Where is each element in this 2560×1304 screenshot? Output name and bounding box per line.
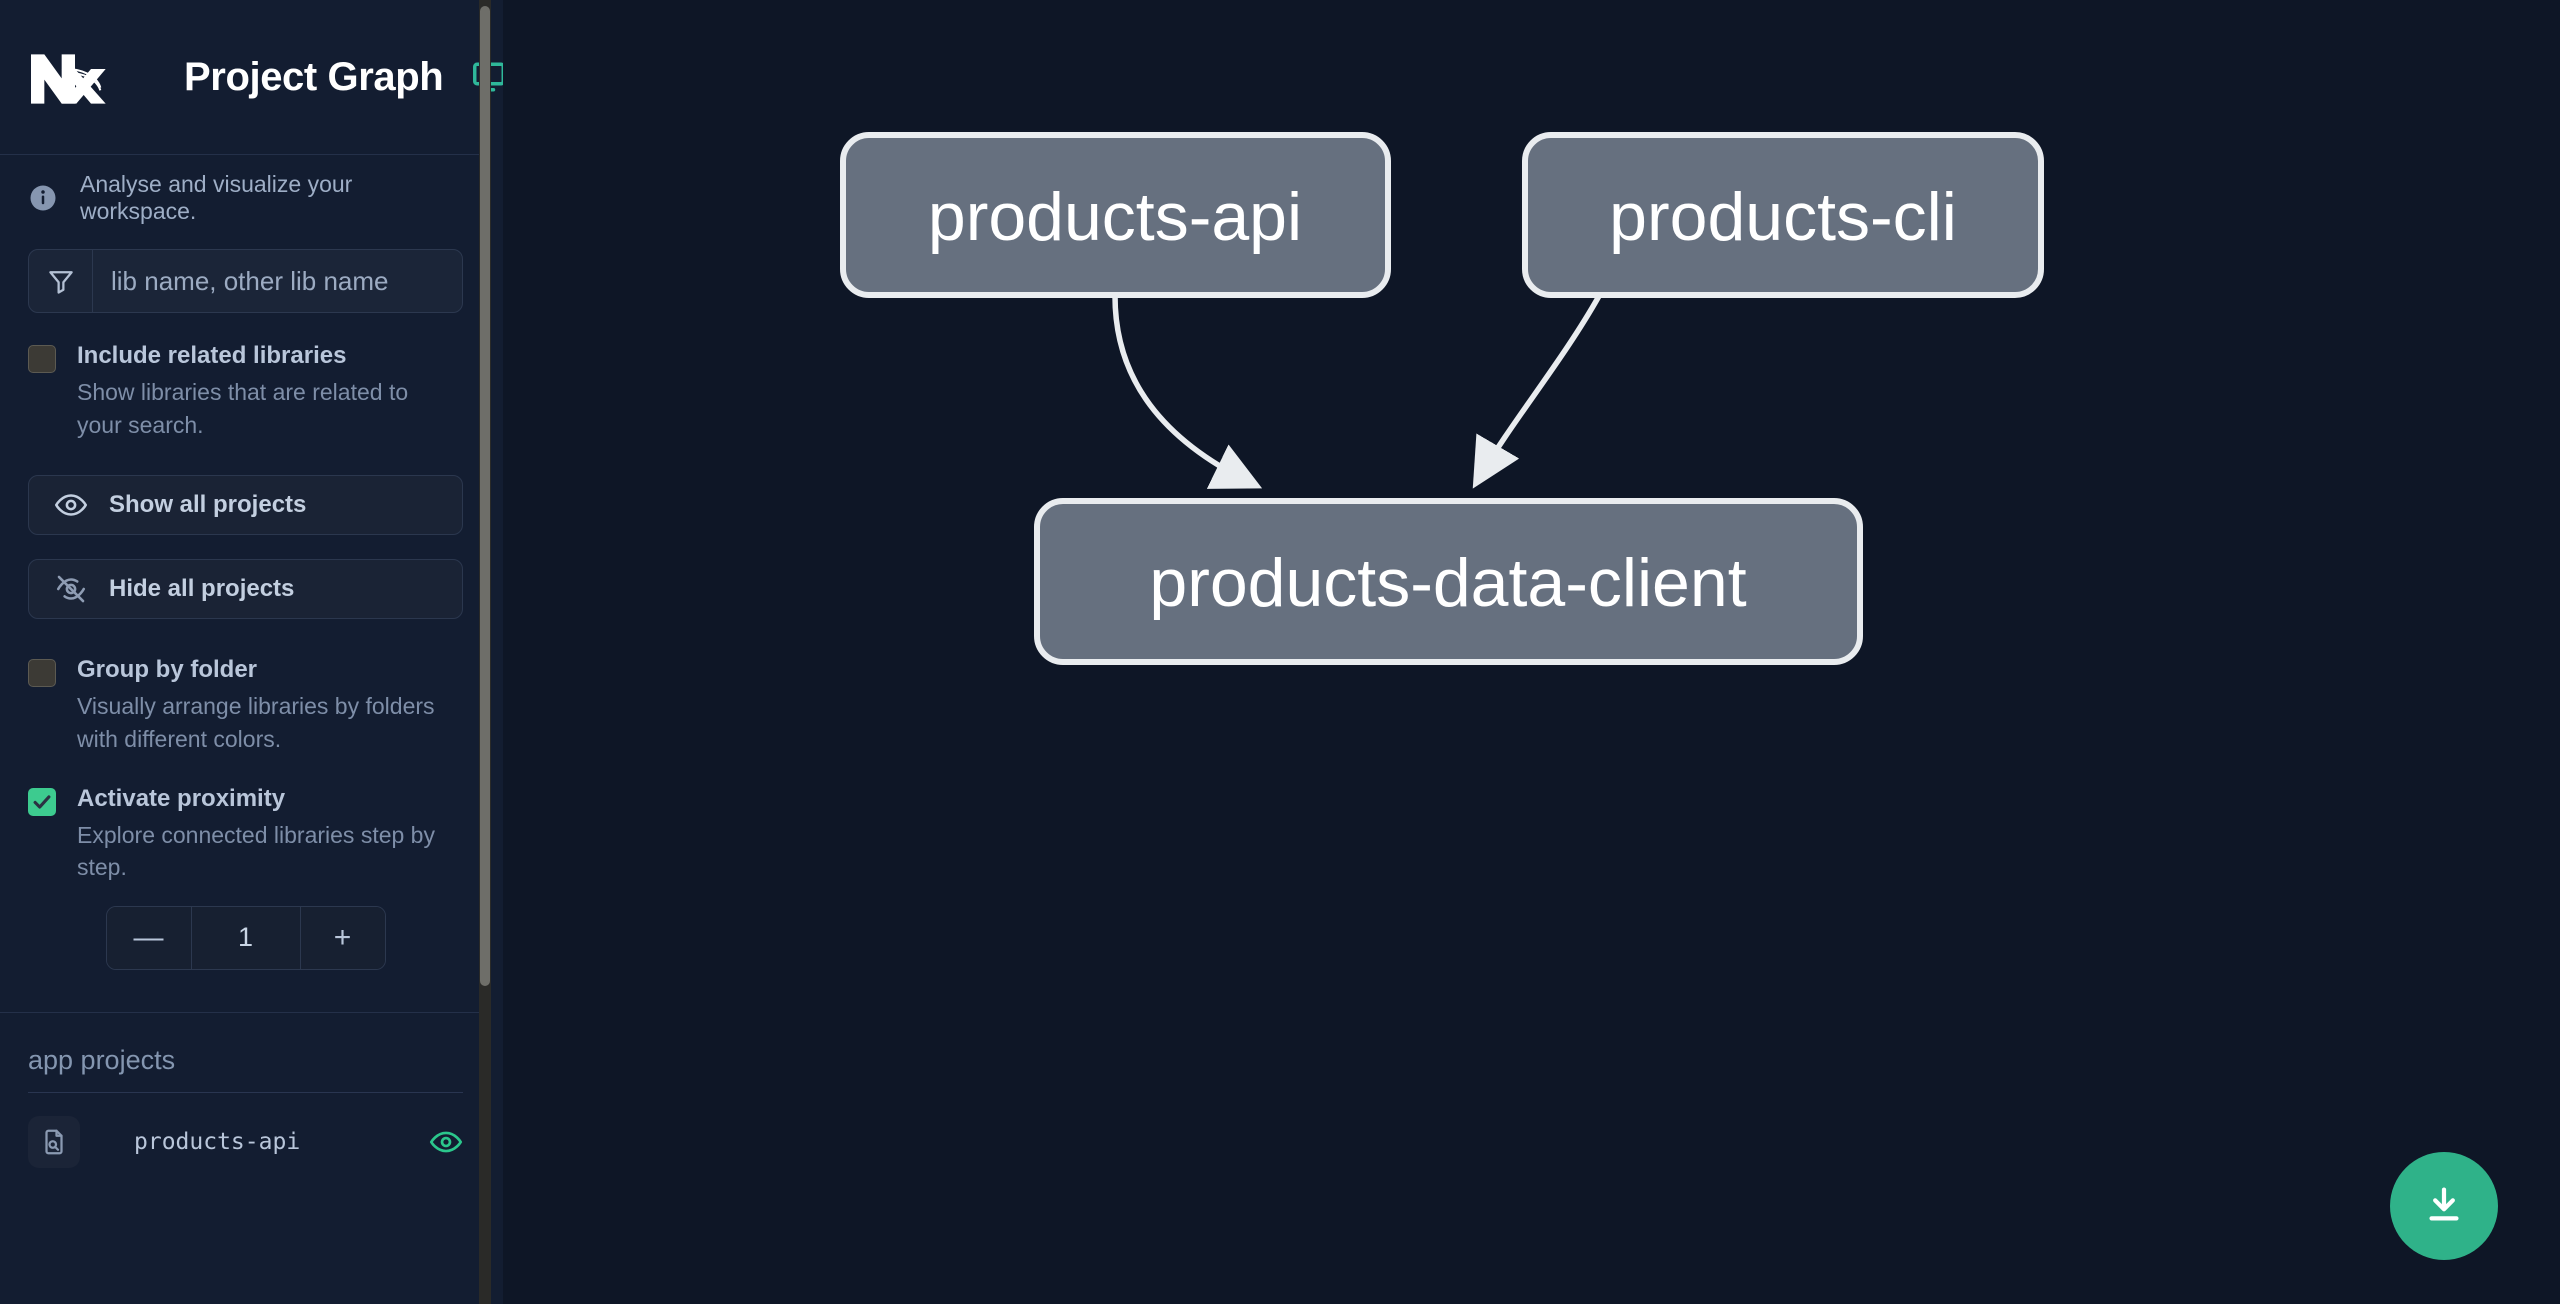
project-group-rule [28,1091,463,1093]
edge-products-api-to-products-data-client [1112,295,1263,489]
sidebar-scrollbar[interactable] [479,0,491,1304]
search-box[interactable] [28,249,463,313]
eye-icon [54,488,88,522]
list-item[interactable]: products-api [0,1105,491,1179]
info-icon [28,183,58,213]
option-label: Group by folder [77,656,257,684]
checkbox-group-by-folder[interactable] [28,659,56,688]
nx-logo [27,46,107,108]
file-search-icon [28,1115,80,1168]
option-activate-proximity[interactable]: Activate proximity Explore connected lib… [0,784,491,884]
graph-node-products-data-client[interactable]: products-data-client [1034,498,1863,665]
project-group-heading: app projects [28,1044,176,1075]
node-label: products-cli [1609,179,1957,255]
option-description: Show libraries that are related to your … [77,379,409,438]
proximity-decrement-button[interactable]: — [106,906,191,969]
checkbox-include-related-libraries[interactable] [28,345,56,373]
proximity-increment-button[interactable]: + [300,906,385,969]
search-section [0,249,491,313]
list-item-label: products-api [134,1128,301,1155]
project-graph-svg: products-api products-cli products-data-… [840,132,2044,665]
sidebar-scrollbar-thumb[interactable] [480,6,490,986]
graph-edges [1112,294,1602,489]
sidebar: Project Graph Analyse and visual [0,0,503,1304]
hide-all-projects-label: Hide all projects [109,575,295,603]
eye-off-icon [54,572,88,606]
node-label: products-api [928,179,1302,255]
node-box[interactable] [840,132,1391,298]
edge-products-cli-to-products-data-client [1472,294,1602,489]
download-button[interactable] [2390,1152,2498,1260]
option-description: Explore connected libraries step by step… [77,821,435,881]
proximity-stepper: — 1 + [0,905,491,970]
workspace-info: Analyse and visualize your workspace. [0,155,491,241]
show-all-projects-label: Show all projects [109,491,307,519]
filter-funnel-icon [29,250,93,312]
option-label: Include related libraries [77,342,347,369]
graph-node-products-cli[interactable]: products-cli [1522,132,2044,298]
sidebar-header: Project Graph [0,0,503,155]
option-description: Visually arrange libraries by folders wi… [77,693,435,752]
info-text: Analyse and visualize your workspace. [80,171,353,224]
node-label: products-data-client [1149,545,1746,621]
sidebar-divider [0,1011,491,1013]
graph-node-products-api[interactable]: products-api [840,132,1391,298]
node-box[interactable] [1522,132,2044,298]
graph-canvas[interactable]: products-api products-cli products-data-… [503,0,2560,1304]
option-include-related-libraries[interactable]: Include related libraries Show libraries… [0,341,491,441]
option-label: Activate proximity [77,784,286,812]
checkbox-activate-proximity[interactable] [28,787,56,816]
show-all-projects-button[interactable]: Show all projects [28,475,463,536]
page-title: Project Graph [184,54,444,99]
hide-all-projects-button[interactable]: Hide all projects [28,559,463,620]
eye-icon[interactable] [429,1125,463,1159]
proximity-value: 1 [190,906,301,969]
search-input[interactable] [93,250,462,312]
node-box[interactable] [1034,498,1863,665]
option-group-by-folder[interactable]: Group by folder Visually arrange librari… [0,655,491,755]
download-icon [2421,1182,2467,1231]
